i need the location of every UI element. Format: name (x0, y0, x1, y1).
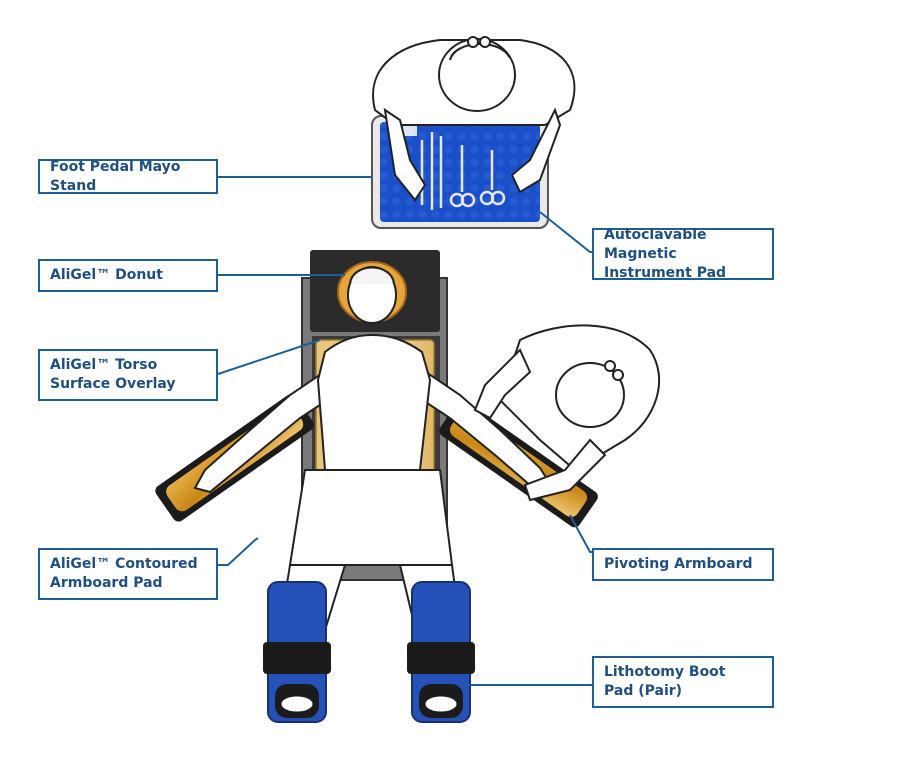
callout-foot-pedal-mayo-stand: Foot Pedal Mayo Stand (38, 159, 218, 194)
surgeon-top (372, 36, 576, 202)
leader-torso (217, 339, 321, 375)
surgeon-right (473, 324, 660, 502)
callout-aligel-donut: AliGel™ Donut (38, 259, 218, 292)
callout-text: AliGel™ Contoured Armboard Pad (50, 556, 198, 591)
callout-aligel-torso-overlay: AliGel™ Torso Surface Overlay (38, 349, 218, 401)
surgical-sheet (288, 469, 454, 566)
mayo-stand-group (371, 36, 576, 229)
callout-aligel-armboard-pad: AliGel™ Contoured Armboard Pad (38, 548, 218, 600)
callout-text: Foot Pedal Mayo Stand (50, 158, 181, 194)
leader-pivoting-armboard (569, 514, 596, 553)
callout-text: Pivoting Armboard (604, 556, 753, 572)
callout-pivoting-armboard: Pivoting Armboard (592, 548, 774, 581)
surgical-instruments (420, 132, 506, 210)
callout-lithotomy-boot-pad: Lithotomy Boot Pad (Pair) (592, 656, 774, 708)
callout-text: AliGel™ Donut (50, 267, 163, 283)
patient (193, 266, 554, 641)
callout-text: Autoclavable Magnetic Instrument Pad (604, 226, 727, 281)
callout-text: AliGel™ Torso Surface Overlay (50, 357, 176, 392)
callout-text: Lithotomy Boot Pad (Pair) (604, 664, 726, 699)
right-lithotomy-boot (407, 581, 475, 723)
leader-armboard-pad (218, 537, 259, 566)
leader-magnetic-pad (539, 211, 596, 253)
left-lithotomy-boot (263, 581, 331, 723)
callout-magnetic-instrument-pad: Autoclavable Magnetic Instrument Pad (592, 226, 774, 281)
